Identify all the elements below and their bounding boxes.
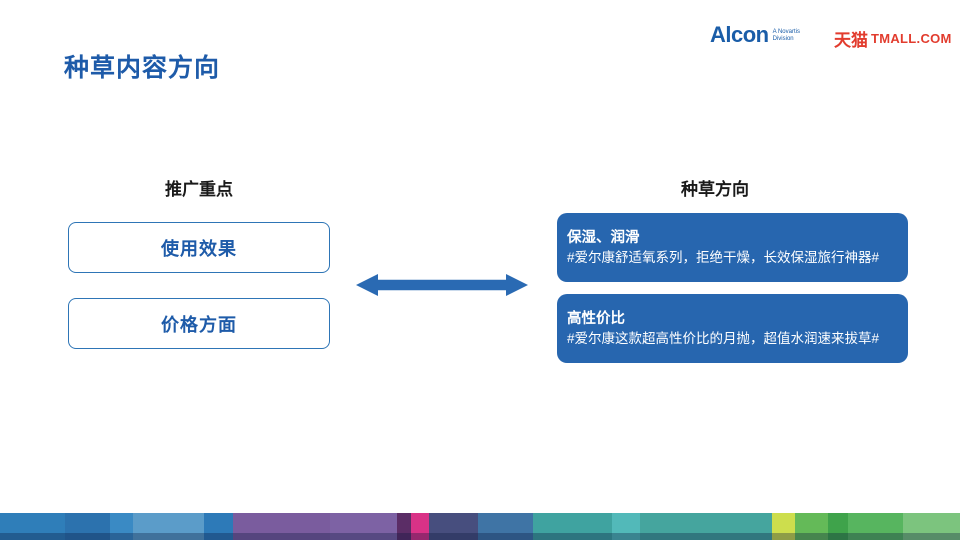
mosaic-tile-1 (65, 513, 110, 540)
mosaic-tile-3 (133, 513, 204, 540)
mosaic-tile-4 (204, 513, 233, 540)
seeding-card-1: 高性价比 #爱尔康这款超高性价比的月抛，超值水润速来拔草# (557, 294, 908, 363)
mosaic-tile-18 (903, 513, 960, 540)
promo-box-1: 价格方面 (68, 298, 330, 349)
mosaic-tile-12 (612, 513, 640, 540)
right-column-header: 种草方向 (681, 180, 749, 199)
mosaic-tile-9 (429, 513, 478, 540)
page-title: 种草内容方向 (64, 54, 221, 82)
mosaic-tile-8 (411, 513, 429, 540)
mosaic-tile-7 (397, 513, 411, 540)
alcon-wordmark: Alcon (710, 22, 769, 47)
mosaic-strip (0, 513, 960, 540)
seeding-card-desc: #爱尔康这款超高性价比的月抛，超值水润速来拔草# (567, 331, 880, 346)
seeding-card-title: 保湿、润滑 (567, 230, 640, 246)
mosaic-tile-0 (0, 513, 65, 540)
mosaic-tile-13 (640, 513, 772, 540)
promo-box-list: 使用效果价格方面 (68, 222, 330, 374)
double-arrow-shape (356, 274, 528, 296)
tmall-logo: 天猫 TMALL.COM (834, 26, 952, 51)
mosaic-tile-2 (110, 513, 133, 540)
tmall-cn-wordmark: 天猫 (834, 31, 868, 50)
mosaic-tile-6 (330, 513, 397, 540)
alcon-subtext: A Novartis Division (772, 29, 800, 42)
mosaic-tile-14 (772, 513, 795, 540)
mosaic-tile-16 (828, 513, 848, 540)
double-arrow-icon (354, 265, 530, 305)
mosaic-tile-10 (478, 513, 533, 540)
seeding-card-title: 高性价比 (567, 311, 625, 327)
alcon-logo: Alcon A Novartis Division (710, 24, 800, 46)
mosaic-tile-15 (795, 513, 828, 540)
mosaic-tile-5 (233, 513, 330, 540)
promo-box-0: 使用效果 (68, 222, 330, 273)
seeding-card-desc: #爱尔康舒适氧系列，拒绝干燥，长效保湿旅行神器# (567, 250, 880, 265)
seeding-card-list: 保湿、润滑 #爱尔康舒适氧系列，拒绝干燥，长效保湿旅行神器# 高性价比 #爱尔康这款超… (557, 213, 908, 375)
tmall-en-wordmark: TMALL.COM (871, 31, 952, 46)
mosaic-tile-17 (848, 513, 903, 540)
left-column-header: 推广重点 (165, 180, 233, 199)
seeding-card-0: 保湿、润滑 #爱尔康舒适氧系列，拒绝干燥，长效保湿旅行神器# (557, 213, 908, 282)
mosaic-tile-11 (533, 513, 612, 540)
